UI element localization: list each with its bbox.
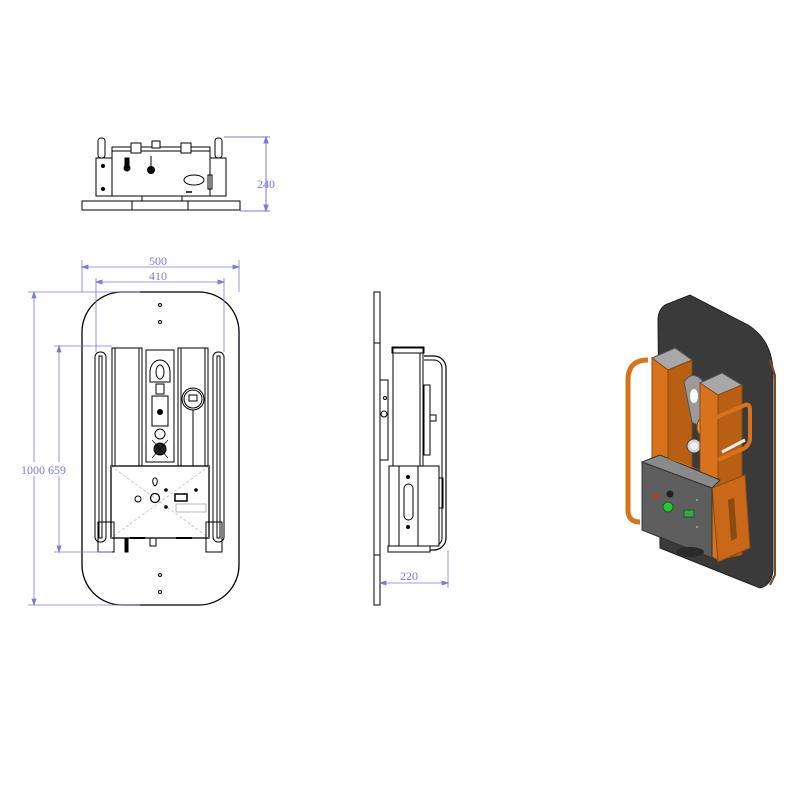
side-view — [373, 291, 450, 606]
dim-width-410: 410 — [149, 269, 167, 283]
dim-height-659: 659 — [48, 463, 66, 477]
dim-width-500: 500 — [149, 254, 167, 268]
dim-height-240: 240 — [257, 177, 275, 191]
front-view-dimensions — [28, 260, 241, 607]
green-button-icon — [662, 501, 674, 513]
red-indicator-icon — [653, 493, 659, 499]
dim-height-1000: 1000 — [21, 463, 45, 477]
dim-depth-220: 220 — [400, 569, 418, 583]
iso-view — [625, 294, 776, 589]
front-view — [81, 291, 240, 606]
top-view — [81, 135, 270, 213]
